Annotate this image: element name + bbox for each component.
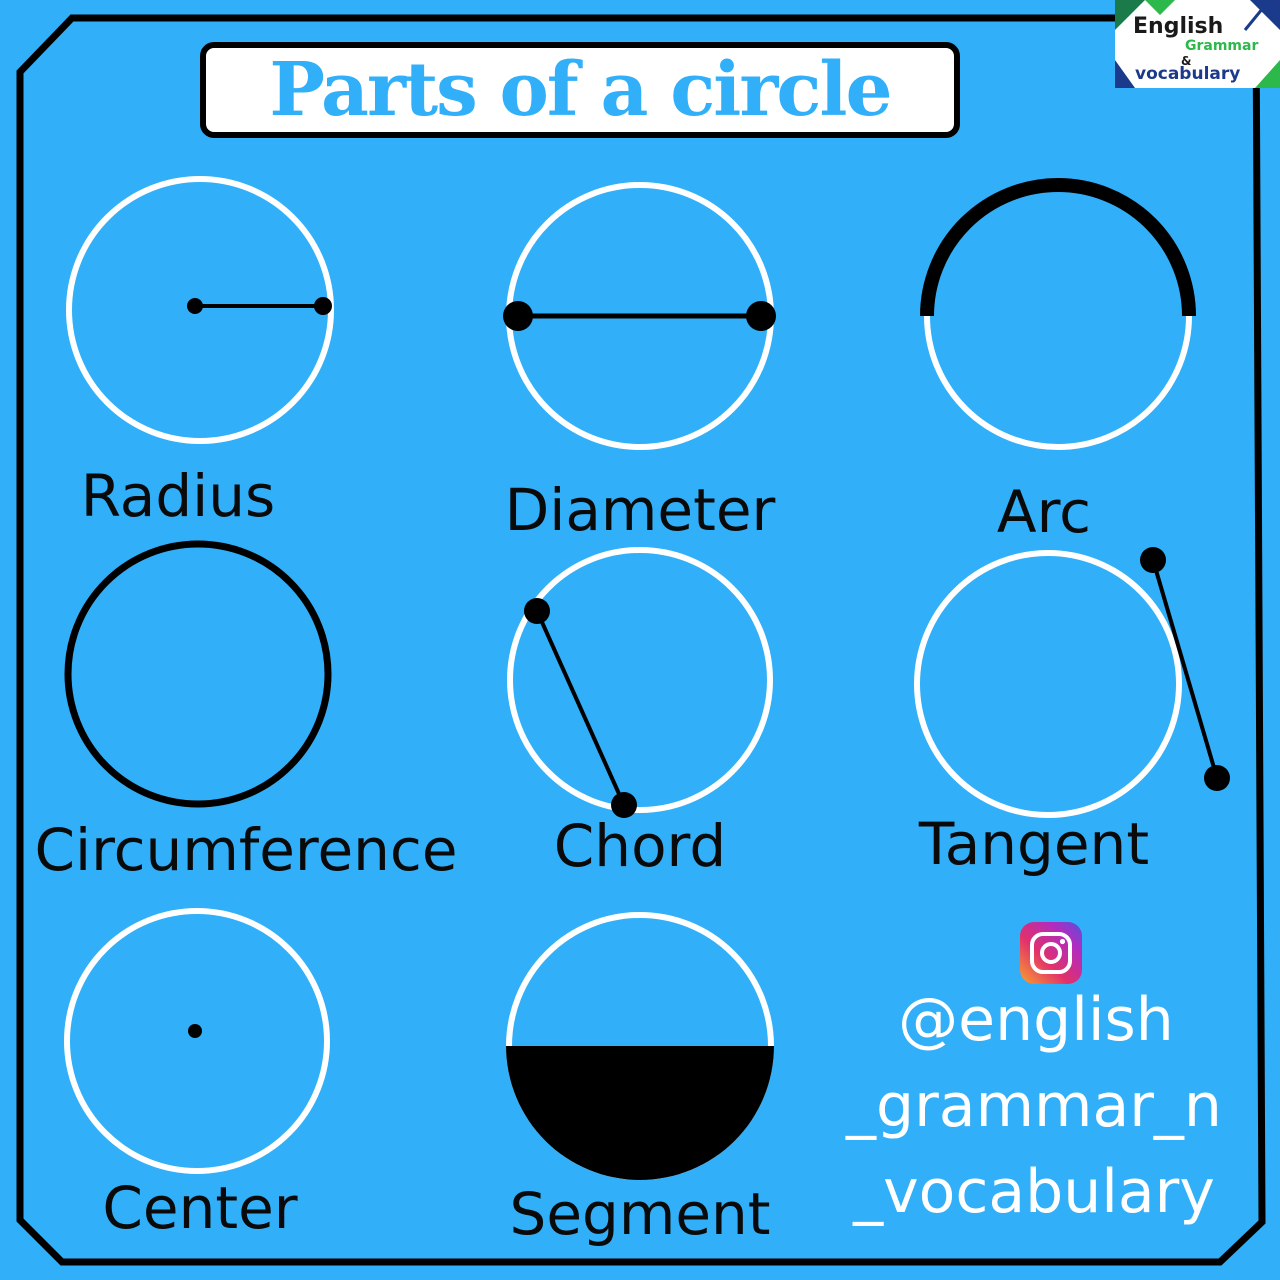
arc-figure: [920, 178, 1196, 450]
label-circumference: Circumference: [34, 816, 458, 884]
label-center: Center: [102, 1174, 298, 1242]
logo-ampersand: &: [1181, 54, 1192, 68]
page-title: Parts of a circle: [269, 47, 892, 133]
tangent-line: [1151, 559, 1219, 779]
tangent-bottom-dot: [1204, 765, 1230, 791]
chord-bottom-dot: [611, 792, 637, 818]
label-tangent: Tangent: [918, 810, 1150, 878]
label-segment: Segment: [509, 1180, 771, 1248]
logo-grammar: Grammar: [1185, 38, 1259, 54]
diameter-figure: [503, 182, 776, 450]
segment-figure: [506, 912, 774, 1180]
tangent-top-dot: [1140, 547, 1166, 573]
circumference-circle: [64, 540, 332, 808]
radius-center-dot: [187, 298, 203, 314]
arc-highlight: [920, 178, 1196, 317]
segment-fill: [506, 1046, 774, 1180]
brand-logo: English Grammar & vocabulary: [1115, 0, 1280, 88]
label-radius: Radius: [80, 462, 276, 530]
logo-graphic: [1115, 0, 1280, 88]
instagram-icon: [1020, 922, 1082, 984]
label-diameter: Diameter: [504, 476, 776, 544]
handle-line-2: _grammar_n: [846, 1071, 1222, 1141]
chord-line: [535, 610, 626, 806]
center-figure: [64, 908, 330, 1174]
handle-line-3: _vocabulary: [853, 1157, 1215, 1227]
chord-top-dot: [524, 598, 550, 624]
center-circle: [64, 908, 330, 1174]
circumference-figure: [64, 540, 332, 808]
center-dot: [188, 1024, 202, 1038]
tangent-circle: [914, 550, 1182, 818]
logo-vocabulary: vocabulary: [1135, 64, 1241, 84]
label-chord: Chord: [553, 812, 727, 880]
radius-figure: [66, 176, 334, 444]
radius-end-dot: [314, 297, 332, 315]
chord-figure: [507, 547, 773, 818]
logo-english: English: [1133, 14, 1224, 39]
handle-line-1: @english: [898, 985, 1174, 1055]
label-arc: Arc: [996, 478, 1092, 546]
title-box: Parts of a circle: [200, 42, 960, 138]
diameter-right-dot: [746, 301, 776, 331]
tangent-figure: [914, 547, 1230, 818]
diameter-left-dot: [503, 301, 533, 331]
chord-circle: [507, 547, 773, 813]
page-frame: [16, 14, 1266, 1266]
